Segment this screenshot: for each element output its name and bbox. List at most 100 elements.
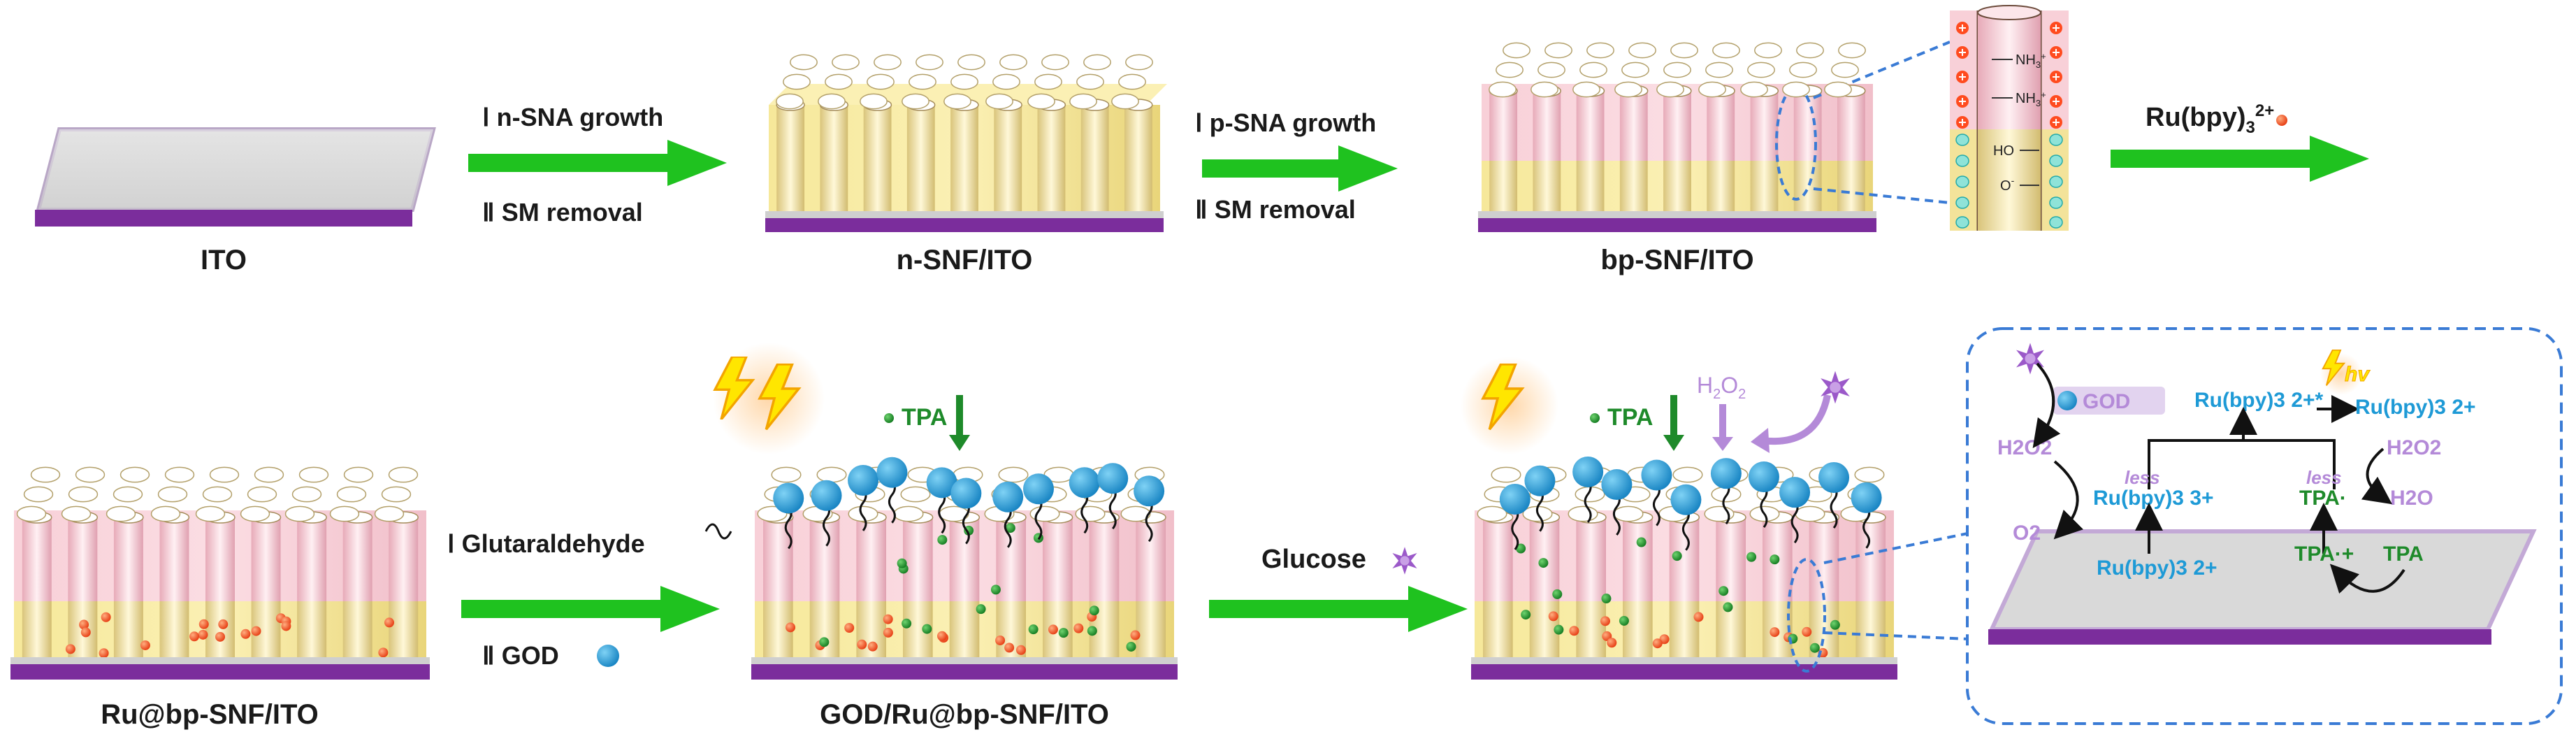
surface-pore — [1747, 62, 1775, 78]
surface-pore — [336, 486, 367, 503]
surface-pore — [1663, 62, 1691, 78]
god-enzyme — [1022, 473, 1054, 505]
god-ru-bp-snf-block — [751, 510, 1178, 680]
surface-pore — [381, 486, 412, 503]
pore-channel-lower — [113, 601, 143, 661]
surface-pore — [30, 466, 61, 483]
tpa-molecule — [1058, 628, 1069, 638]
pore-channel-upper — [1043, 517, 1073, 601]
glutaraldehyde-icon — [704, 523, 732, 540]
pore-channel-lower — [159, 601, 189, 661]
mech-connector-top — [1823, 530, 1978, 564]
pore-channel-upper — [1750, 91, 1779, 161]
ru-molecule — [937, 631, 947, 641]
god-enzyme — [1069, 467, 1100, 498]
ru-molecule — [281, 621, 291, 631]
surface-pore — [284, 505, 315, 522]
surface-pore — [867, 73, 895, 90]
ru-molecule — [883, 614, 893, 624]
mech-o2-left: O2 — [2013, 522, 2041, 545]
ru-molecule — [80, 627, 91, 638]
god-enzyme — [848, 464, 879, 496]
ru-molecule — [1770, 627, 1780, 638]
surface-pore — [1712, 42, 1740, 59]
tpa-molecule — [1619, 615, 1629, 626]
mech-tpa-cation: TPA·+ — [2294, 543, 2354, 566]
ru-dot-icon — [2276, 115, 2287, 126]
ru-molecule — [1693, 612, 1704, 622]
crosslinker-tether — [822, 503, 830, 547]
surface-pore — [164, 466, 195, 483]
surface-pore — [1656, 81, 1684, 98]
crosslinker-tether — [1862, 505, 1871, 549]
glucose-icon — [1392, 547, 1417, 575]
pore-channel — [863, 105, 892, 213]
god-enzyme — [1710, 458, 1742, 489]
crosslinker-tether — [962, 501, 970, 545]
surface-pore — [1613, 505, 1644, 522]
step3-line1: Ⅰ Glutaraldehyde — [447, 529, 645, 558]
god-enzyme — [1641, 459, 1672, 491]
bp-snf-block — [1478, 84, 1876, 232]
tpa-molecule — [1770, 554, 1780, 565]
mech-ru3: Ru(bpy)3 3+ — [2093, 487, 2214, 510]
pore-channel-upper — [903, 517, 933, 601]
n-snf-label: n-SNF/ITO — [897, 245, 1033, 275]
arrow-step1 — [468, 140, 727, 186]
surface-pore — [1838, 42, 1866, 59]
surface-pore — [1572, 81, 1600, 98]
surface-pore — [771, 466, 802, 483]
god-enzyme — [1572, 456, 1604, 487]
pore-channel-upper — [68, 517, 98, 601]
surface-pore — [329, 505, 360, 522]
surface-pore — [343, 466, 374, 483]
ru-molecule — [240, 629, 251, 639]
pore-channel — [906, 105, 935, 213]
god-enzyme — [1097, 463, 1129, 494]
god-enzyme — [1779, 477, 1811, 508]
surface-pore — [291, 486, 322, 503]
ru-molecule — [995, 635, 1006, 645]
pore-channel-lower — [1716, 601, 1746, 661]
tpa-molecule — [1538, 558, 1549, 568]
pore-channel-lower — [1707, 161, 1735, 213]
negative-charge-icon — [1955, 134, 1969, 146]
ru-molecule — [1130, 630, 1141, 640]
pore-channel — [1037, 105, 1066, 213]
surface-pore — [1069, 93, 1097, 110]
h2o2-arrow — [1712, 404, 1733, 451]
negative-charge-icon — [2049, 134, 2063, 146]
crosslinker-tether — [888, 480, 896, 524]
arrow-step2 — [1202, 145, 1398, 192]
god-icon — [597, 645, 619, 667]
pore-channel-upper — [809, 517, 840, 601]
mech-less-1: less — [2125, 467, 2160, 488]
nh3-label-1: NH3+ — [2016, 51, 2046, 70]
surface-pore — [999, 54, 1027, 71]
tpa-molecule — [897, 558, 907, 568]
crosslinker-tether — [1511, 507, 1519, 550]
pore-channel-upper — [113, 517, 143, 601]
surface-pore — [298, 466, 329, 483]
god-enzyme — [1601, 469, 1633, 501]
crosslinker-tether — [1004, 504, 1012, 548]
surface-pore — [374, 505, 405, 522]
mechanism-panel — [1966, 327, 2563, 725]
negative-charge-icon — [1955, 216, 1969, 229]
surface-pore — [1831, 62, 1859, 78]
god-enzyme — [1748, 461, 1779, 493]
crosslinker-tether — [1722, 481, 1730, 525]
crosslinker-tether — [1034, 496, 1043, 540]
god-enzyme — [811, 480, 842, 511]
surface-pore — [1118, 73, 1146, 90]
crosslinker-tether — [1584, 480, 1592, 523]
surface-pore — [909, 73, 936, 90]
pore-channel-upper — [763, 517, 793, 601]
h2o2-label-top: H2O2 — [1697, 373, 1746, 402]
arrow-glucose — [1209, 586, 1468, 632]
surface-pore — [106, 505, 136, 522]
pore-channel-upper — [1576, 517, 1606, 601]
surface-pore — [1496, 62, 1524, 78]
surface-pore — [818, 93, 846, 110]
zoom-connector-top — [1813, 41, 1951, 99]
